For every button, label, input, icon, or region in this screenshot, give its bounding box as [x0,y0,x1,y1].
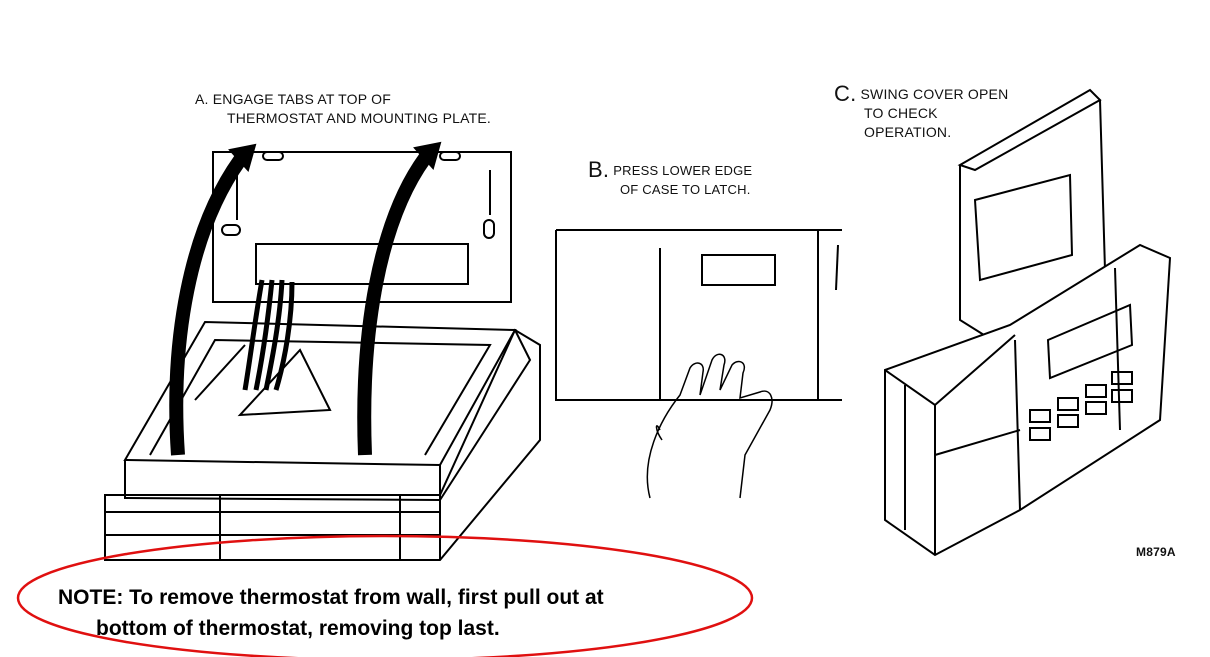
step-c-line2: TO CHECK [864,105,938,121]
wallplate-base [104,328,541,561]
arrow-right [357,141,442,456]
step-b-letter: B. [588,157,610,182]
hand [646,353,773,499]
wall-case-panel [555,229,842,401]
wires [242,279,295,391]
thermostat-open-cover [884,88,1172,557]
figure-code: M879A [1136,545,1176,559]
step-a-line1: ENGAGE TABS AT TOP OF [212,91,391,107]
note-line1: NOTE: To remove thermostat from wall, fi… [58,586,604,609]
step-a-line2: THERMOSTAT AND MOUNTING PLATE. [227,110,491,126]
arrow-left [169,143,257,456]
step-a-label: A. ENGAGE TABS AT TOP OF THERMOSTAT AND … [195,90,491,128]
step-b-line2: OF CASE TO LATCH. [620,182,751,197]
step-a-letter: A. [195,91,209,107]
step-c-label: C. SWING COVER OPEN TO CHECK OPERATION. [834,81,1009,142]
step-c-line3: OPERATION. [864,124,952,140]
step-b-line1: PRESS LOWER EDGE [613,163,753,178]
removal-note: NOTE: To remove thermostat from wall, fi… [58,582,604,644]
thermostat-body [123,320,532,502]
step-b-label: B. PRESS LOWER EDGE OF CASE TO LATCH. [588,157,753,199]
note-line2: bottom of thermostat, removing top last. [96,617,500,640]
step-c-letter: C. [834,81,857,106]
note-highlight-ellipse [16,534,754,657]
step-c-line1: SWING COVER OPEN [860,86,1009,102]
mounting-plate [212,151,512,303]
